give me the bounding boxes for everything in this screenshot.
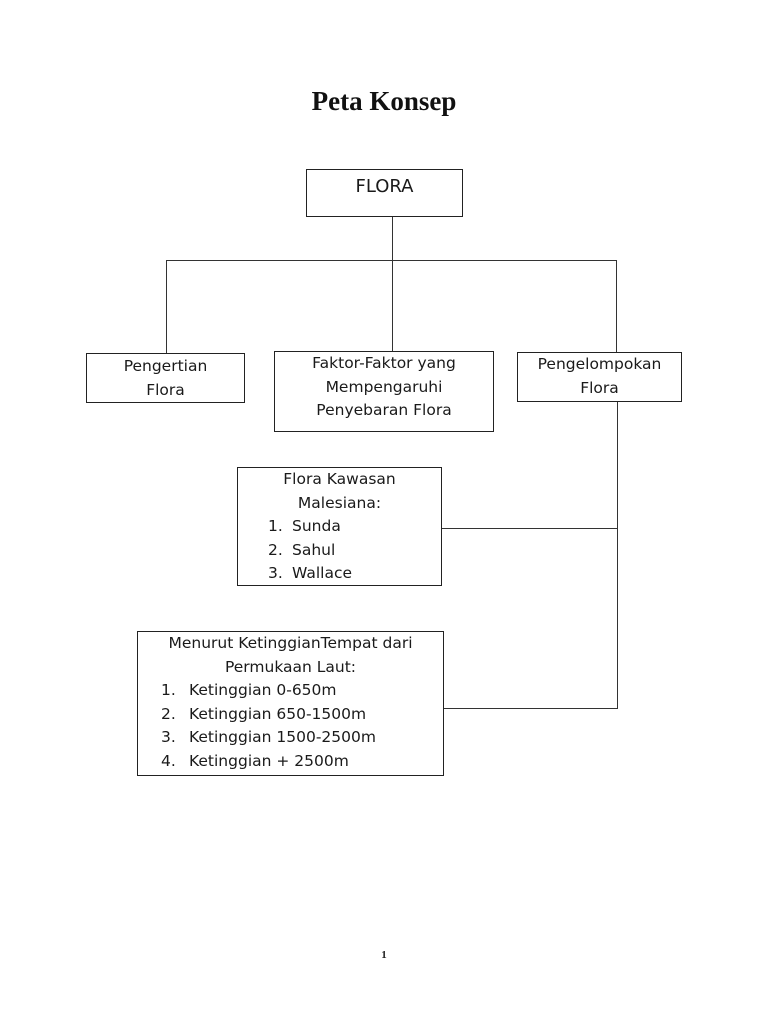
node-pengelompokan-flora: Pengelompokan Flora — [517, 352, 682, 402]
node-text-line: Pengelompokan — [537, 355, 662, 373]
connector-to-pengertian — [166, 260, 168, 353]
list-item: 2. Sahul — [268, 539, 441, 563]
node-heading-line: Malesiana: — [297, 493, 382, 512]
connector-pengelompokan-down — [617, 402, 619, 709]
list-number: 4. — [161, 751, 176, 770]
list-number: 3. — [268, 564, 283, 582]
node-text-line: Faktor-Faktor yang — [312, 354, 456, 372]
node-pengertian-flora: Pengertian Flora — [86, 353, 245, 403]
node-heading-line: Permukaan Laut: — [224, 657, 357, 676]
list-number: 2. — [161, 704, 176, 723]
list-text: Ketinggian + 2500m — [189, 751, 349, 770]
list-item: 2. Ketinggian 650-1500m — [161, 703, 443, 727]
node-text-line: Penyebaran Flora — [316, 401, 452, 419]
list-text: Ketinggian 0-650m — [189, 681, 337, 699]
list-text: Wallace — [292, 564, 353, 582]
list-text: Ketinggian 650-1500m — [189, 704, 367, 723]
malesiana-list: 1. Sunda 2. Sahul 3. Wallace — [238, 515, 441, 586]
node-flora: FLORA — [306, 169, 463, 217]
list-text: Ketinggian 1500-2500m — [189, 728, 376, 746]
list-number: 1. — [161, 681, 176, 699]
connector-branch-bar — [166, 260, 617, 262]
node-menurut-ketinggian: Menurut KetinggianTempat dari Permukaan … — [137, 631, 444, 776]
list-item: 4. Ketinggian + 2500m — [161, 750, 443, 774]
list-number: 3. — [161, 728, 176, 746]
connector-to-malesiana — [442, 528, 618, 530]
list-number: 2. — [268, 540, 283, 559]
connector-to-pengelompokan — [616, 260, 618, 352]
list-text: Sunda — [292, 517, 341, 535]
node-heading-line: Flora Kawasan — [283, 470, 396, 488]
list-item: 1. Ketinggian 0-650m — [161, 679, 443, 703]
list-item: 3. Wallace — [268, 562, 441, 586]
node-heading-line: Menurut KetinggianTempat dari — [168, 634, 413, 652]
connector-to-ketinggian — [444, 708, 618, 710]
node-faktor-penyebaran: Faktor-Faktor yang Mempengaruhi Penyebar… — [274, 351, 494, 432]
page-title: Peta Konsep — [311, 86, 457, 116]
connector-root-down — [392, 217, 394, 260]
connector-to-faktor — [392, 260, 394, 352]
node-text-line: Flora — [146, 380, 185, 399]
list-number: 1. — [268, 517, 283, 535]
list-item: 1. Sunda — [268, 515, 441, 539]
node-text-line: Mempengaruhi — [325, 377, 443, 396]
list-text: Sahul — [292, 540, 336, 559]
ketinggian-list: 1. Ketinggian 0-650m 2. Ketinggian 650-150… — [138, 679, 443, 773]
node-flora-label: FLORA — [355, 176, 414, 197]
node-flora-kawasan-malesiana: Flora Kawasan Malesiana: 1. Sunda 2. Sahul… — [237, 467, 442, 586]
node-text-line: Flora — [580, 378, 619, 397]
list-item: 3. Ketinggian 1500-2500m — [161, 726, 443, 750]
node-text-line: Pengertian — [123, 357, 208, 375]
page-number: 1 — [381, 949, 387, 961]
